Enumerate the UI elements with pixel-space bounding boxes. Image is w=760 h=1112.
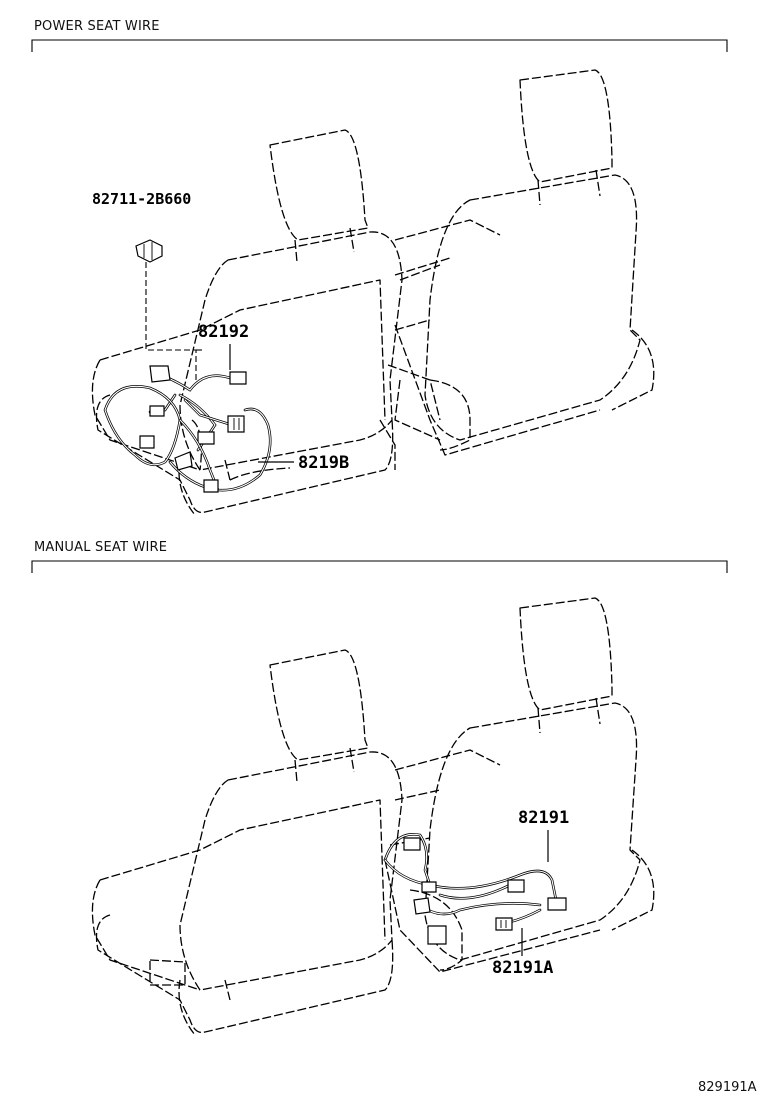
part-label-power-clip[interactable]: 82711-2B660: [92, 190, 192, 208]
part-label-power-8219B[interactable]: 8219B: [298, 453, 350, 473]
power-wire-harness-8219B: [103, 385, 272, 493]
manual-section-title: MANUAL SEAT WIRE: [34, 540, 168, 555]
manual-wire-harness-82191: [383, 833, 567, 911]
manual-section-frame: [31, 560, 728, 573]
part-label-power-82192[interactable]: 82192: [198, 322, 250, 342]
part-label-manual-82191A[interactable]: 82191A: [492, 958, 554, 978]
power-section-title: POWER SEAT WIRE: [34, 19, 160, 34]
power-clip-part: [135, 239, 163, 263]
power-clip-leader: [145, 262, 197, 384]
diagram-reference-code: 829191A: [698, 1080, 757, 1095]
power-section-frame: [31, 39, 728, 52]
power-left-seat: [91, 129, 501, 516]
manual-right-seat: [384, 597, 655, 973]
manual-wire-harness-82191A: [413, 897, 542, 945]
part-label-manual-82191[interactable]: 82191: [518, 808, 570, 828]
power-wire-harness-82192: [139, 365, 247, 452]
manual-left-seat: [91, 649, 501, 1036]
power-right-seat: [387, 69, 655, 456]
